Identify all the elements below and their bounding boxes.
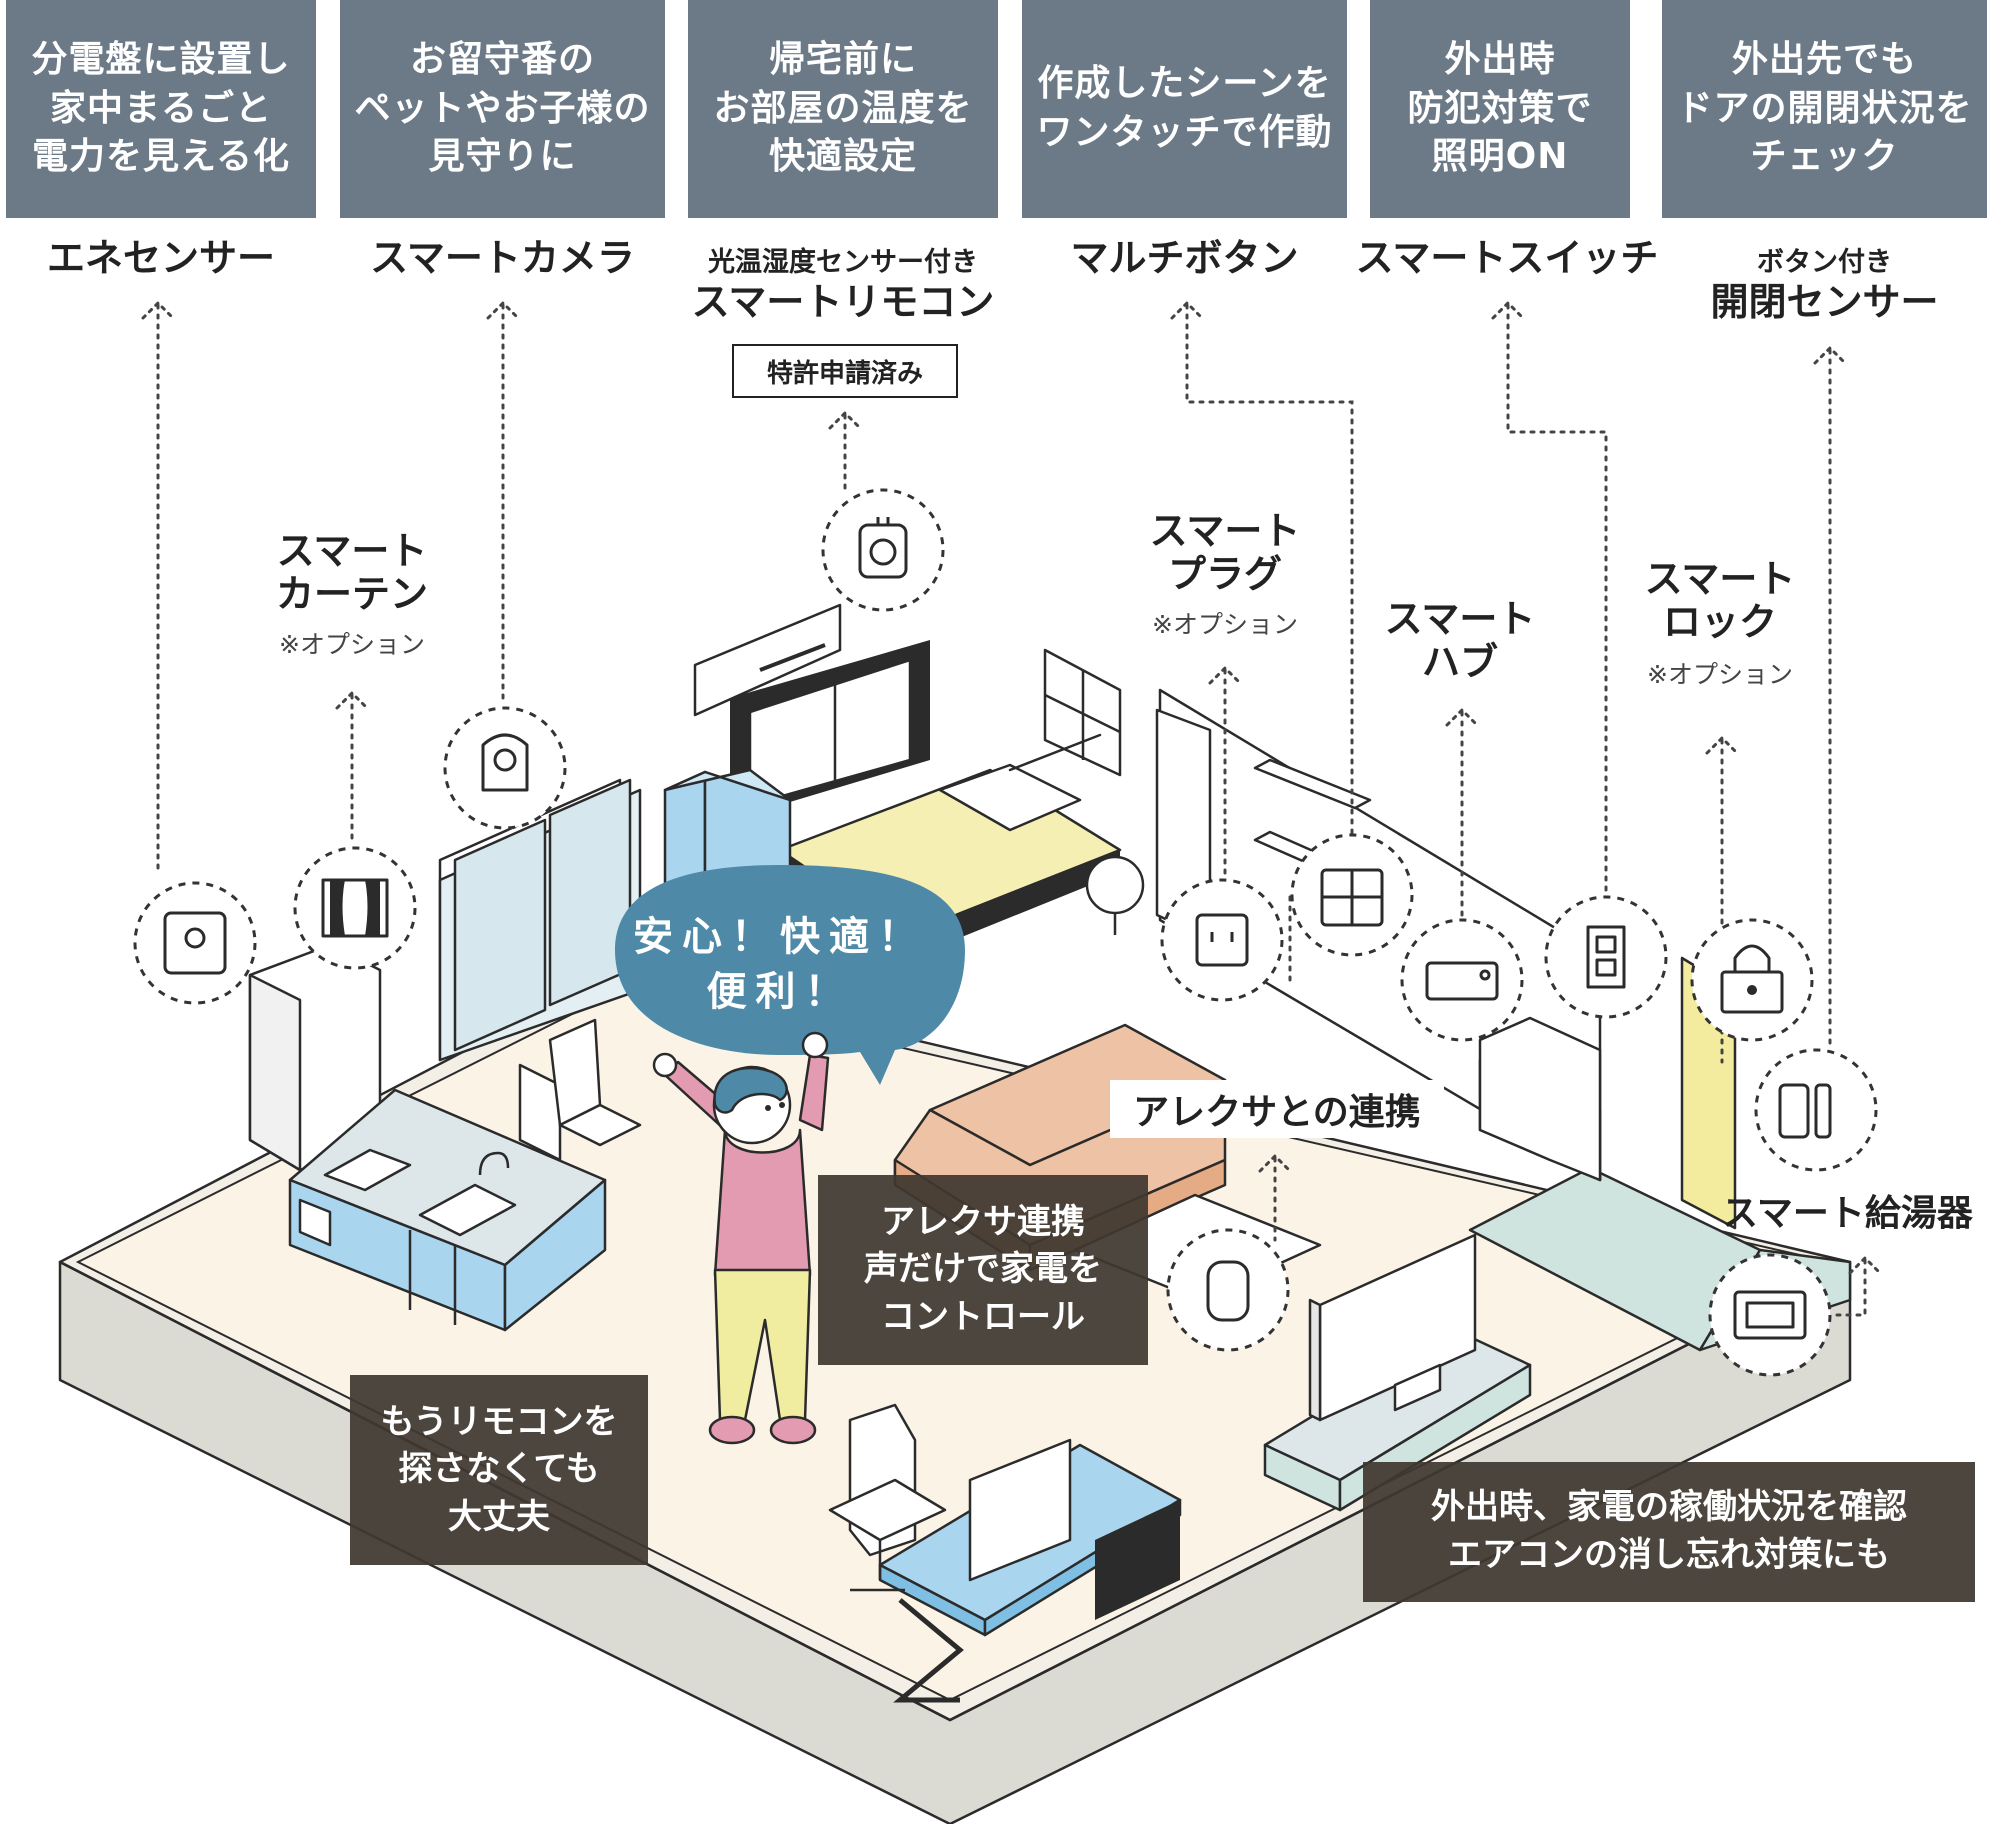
label-alexa-link: アレクサとの連携 bbox=[1110, 1080, 1444, 1138]
remote-icon bbox=[821, 488, 945, 612]
label-smart-curtain: スマート カーテン bbox=[275, 529, 428, 616]
multi-button-icon bbox=[1290, 833, 1414, 957]
label-remote-sub: 光温湿度センサー付き bbox=[708, 247, 978, 278]
label-smart-remote: スマートリモコン bbox=[691, 280, 995, 324]
lock-icon bbox=[1690, 918, 1814, 1042]
label-smart-lock: スマート ロック bbox=[1644, 557, 1796, 644]
callout-alexa-control: アレクサ連携 声だけで家電を コントロール bbox=[818, 1175, 1148, 1365]
feature-box-security: 外出時 防犯対策で 照明ON bbox=[1370, 0, 1630, 218]
feature-box-door: 外出先でも ドアの開閉状況を チェック bbox=[1662, 0, 1987, 218]
switch-icon bbox=[1544, 895, 1668, 1019]
label-smart-water-heater: スマート給湯器 bbox=[1722, 1193, 1973, 1234]
label-smart-plug: スマート プラグ bbox=[1149, 509, 1301, 596]
label-smart-camera: スマートカメラ bbox=[370, 236, 635, 280]
camera-icon bbox=[443, 706, 567, 830]
label-open-sensor-sub: ボタン付き bbox=[1757, 247, 1892, 278]
hub-icon bbox=[1400, 918, 1524, 1042]
ene-sensor-icon bbox=[133, 881, 257, 1005]
patent-badge: 特許申請済み bbox=[732, 344, 958, 398]
label-multi-button: マルチボタン bbox=[1070, 236, 1299, 280]
feature-box-power: 分電盤に設置し 家中まるごと 電力を見える化 bbox=[6, 0, 316, 218]
callout-remote-search: もうリモコンを 探さなくても 大丈夫 bbox=[350, 1375, 648, 1565]
curtain-option-note: ※オプション bbox=[279, 630, 425, 659]
open-sensor-icon bbox=[1754, 1048, 1878, 1172]
curtain-icon bbox=[293, 846, 417, 970]
label-smart-switch: スマートスイッチ bbox=[1355, 236, 1659, 280]
feature-box-temperature: 帰宅前に お部屋の温度を 快適設定 bbox=[688, 0, 998, 218]
callout-away-check: 外出時、家電の稼働状況を確認 エアコンの消し忘れ対策にも bbox=[1363, 1462, 1975, 1602]
label-smart-hub: スマート ハブ bbox=[1384, 597, 1536, 684]
connector-lines bbox=[141, 300, 1882, 1317]
speaker-icon bbox=[1166, 1228, 1290, 1352]
speech-bubble bbox=[615, 865, 965, 1085]
plug-icon bbox=[1160, 878, 1284, 1002]
desk-area bbox=[828, 1403, 1182, 1703]
feature-box-camera: お留守番の ペットやお子様の 見守りに bbox=[340, 0, 665, 218]
label-ene-sensor: エネセンサー bbox=[46, 236, 275, 280]
person-illustration bbox=[652, 1031, 830, 1445]
plug-option-note: ※オプション bbox=[1152, 610, 1298, 639]
water-heater-icon bbox=[1708, 1253, 1832, 1377]
lock-option-note: ※オプション bbox=[1647, 660, 1793, 689]
kitchen bbox=[248, 943, 607, 1332]
feature-box-scene: 作成したシーンを ワンタッチで作動 bbox=[1022, 0, 1347, 218]
label-open-sensor: 開閉センサー bbox=[1710, 280, 1939, 324]
bubble-text: 安心！快適！ 便利！ bbox=[633, 914, 927, 1016]
bedroom-chair bbox=[518, 1018, 642, 1162]
